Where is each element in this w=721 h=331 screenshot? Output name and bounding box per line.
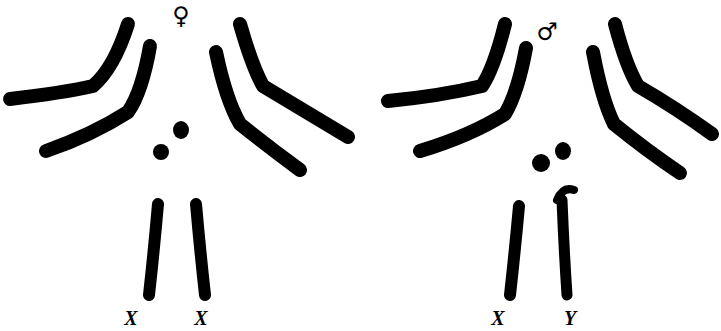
- dot-chromosome: [532, 154, 550, 172]
- chromosome: [240, 24, 348, 137]
- x-chromosome: [196, 204, 205, 295]
- dot-chromosome: [153, 144, 169, 160]
- sex-symbol: ♂: [536, 20, 558, 44]
- dot-chromosome: [173, 121, 189, 139]
- x-chromosome: [510, 206, 519, 295]
- chromosome-label: Y: [564, 308, 576, 328]
- chromosome-label: X: [194, 308, 207, 328]
- y-chromosome-hook: [557, 189, 574, 200]
- chromosome: [593, 52, 680, 173]
- chromosome: [46, 46, 150, 151]
- y-chromosome: [562, 200, 567, 295]
- chromosome: [615, 24, 712, 134]
- x-chromosome: [149, 204, 158, 295]
- chromosome: [216, 52, 300, 170]
- chromosome-label: X: [124, 308, 137, 328]
- chromosome: [420, 48, 526, 151]
- chromosome-label: X: [491, 308, 504, 328]
- sex-symbol: ♀: [172, 4, 190, 28]
- dot-chromosome: [555, 142, 571, 160]
- chromosome: [10, 24, 128, 99]
- chromosome: [388, 24, 505, 101]
